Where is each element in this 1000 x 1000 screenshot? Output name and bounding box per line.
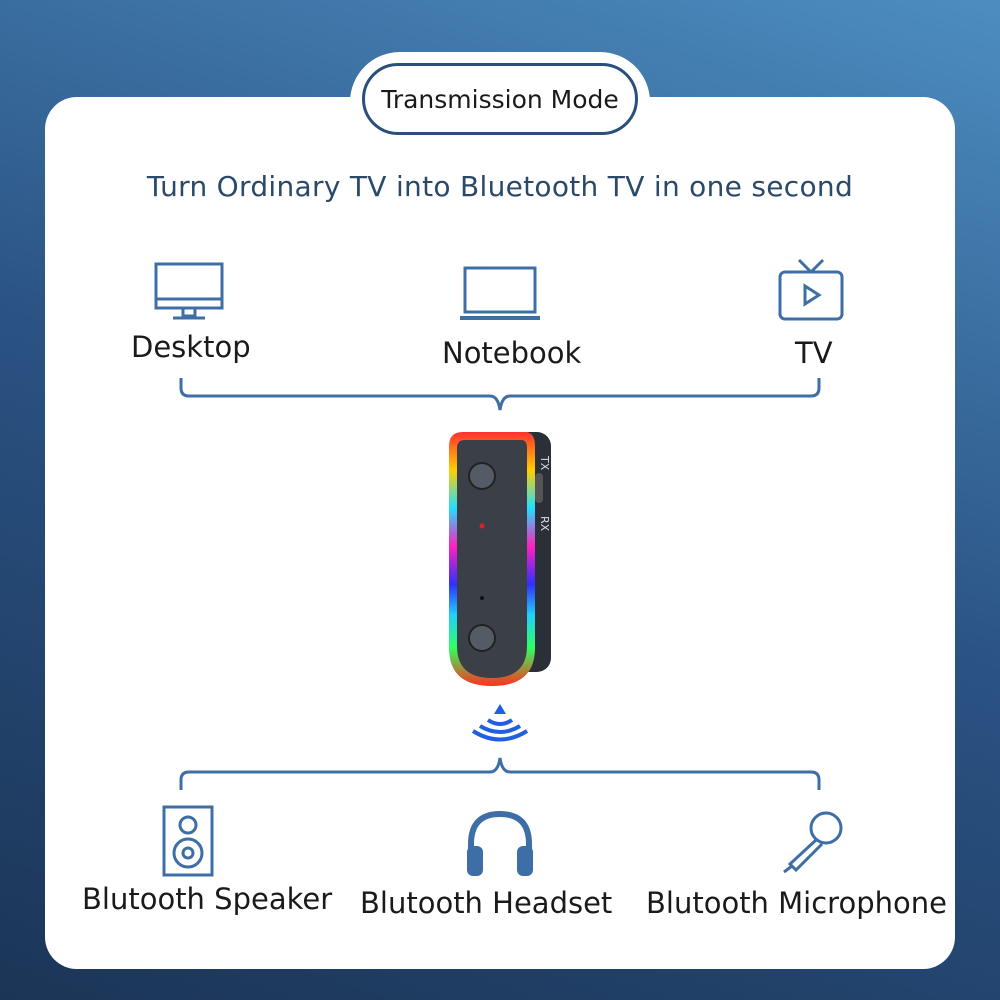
source-label-desktop: Desktop bbox=[131, 330, 251, 364]
target-label-microphone: Blutooth Microphone bbox=[646, 886, 947, 920]
source-label-tv: TV bbox=[795, 336, 833, 370]
target-label-headset: Blutooth Headset bbox=[360, 886, 613, 920]
speaker-icon bbox=[162, 805, 214, 877]
mode-tab-bg bbox=[350, 52, 650, 152]
microphone-icon bbox=[783, 811, 843, 874]
headphones-icon bbox=[467, 810, 533, 876]
desktop-icon bbox=[154, 262, 224, 320]
laptop-icon bbox=[460, 266, 540, 320]
mode-tab: Transmission Mode bbox=[362, 63, 638, 135]
wireless-signal-icon bbox=[471, 704, 529, 742]
target-label-speaker: Blutooth Speaker bbox=[82, 882, 333, 916]
mode-tab-label: Transmission Mode bbox=[381, 84, 619, 114]
switch-label-tx: TX bbox=[538, 455, 551, 471]
source-label-notebook: Notebook bbox=[442, 336, 582, 370]
bluetooth-adapter-device: TX RX bbox=[449, 432, 551, 686]
tv-icon bbox=[778, 258, 844, 321]
switch-label-rx: RX bbox=[538, 516, 551, 532]
subtitle: Turn Ordinary TV into Bluetooth TV in on… bbox=[146, 170, 854, 203]
